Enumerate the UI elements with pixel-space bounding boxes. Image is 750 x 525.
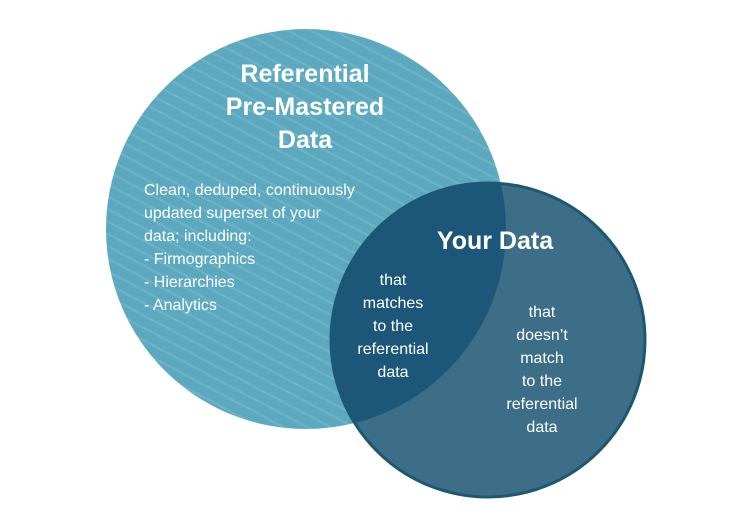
- referential-description: Clean, deduped, continuously updated sup…: [144, 179, 414, 317]
- non-overlap-line: referential: [506, 396, 578, 413]
- description-line: Clean, deduped, continuously: [144, 182, 355, 199]
- overlap-line: to the: [372, 318, 414, 335]
- non-overlap-line: that: [528, 304, 556, 321]
- description-line: - Hierarchies: [144, 274, 235, 291]
- non-overlap-line: match: [520, 350, 564, 367]
- overlap-line: referential: [357, 341, 429, 358]
- description-line: - Firmographics: [144, 251, 256, 268]
- non-overlap-line: doesn’t: [516, 327, 568, 344]
- non-overlap-label: that doesn’t match to the referential da…: [487, 301, 597, 439]
- non-overlap-line: data: [526, 419, 558, 436]
- your-data-title: Your Data: [436, 227, 554, 255]
- your-data-outline: [329, 181, 647, 499]
- overlap-label: that matches to the referential data: [338, 269, 448, 384]
- non-overlap-line: to the: [521, 373, 563, 390]
- referential-title-line: Data: [277, 126, 333, 154]
- description-line: updated superset of your: [144, 205, 322, 222]
- description-line: data; including:: [144, 228, 252, 245]
- referential-title-line: Pre-Mastered: [225, 93, 385, 121]
- overlap-line: data: [377, 364, 409, 381]
- overlap-line: that: [379, 272, 407, 289]
- referential-title-line: Referential: [240, 60, 370, 88]
- referential-title: Referential Pre-Mastered Data: [170, 58, 440, 157]
- overlap-line: matches: [362, 295, 424, 312]
- description-line: - Analytics: [144, 297, 217, 314]
